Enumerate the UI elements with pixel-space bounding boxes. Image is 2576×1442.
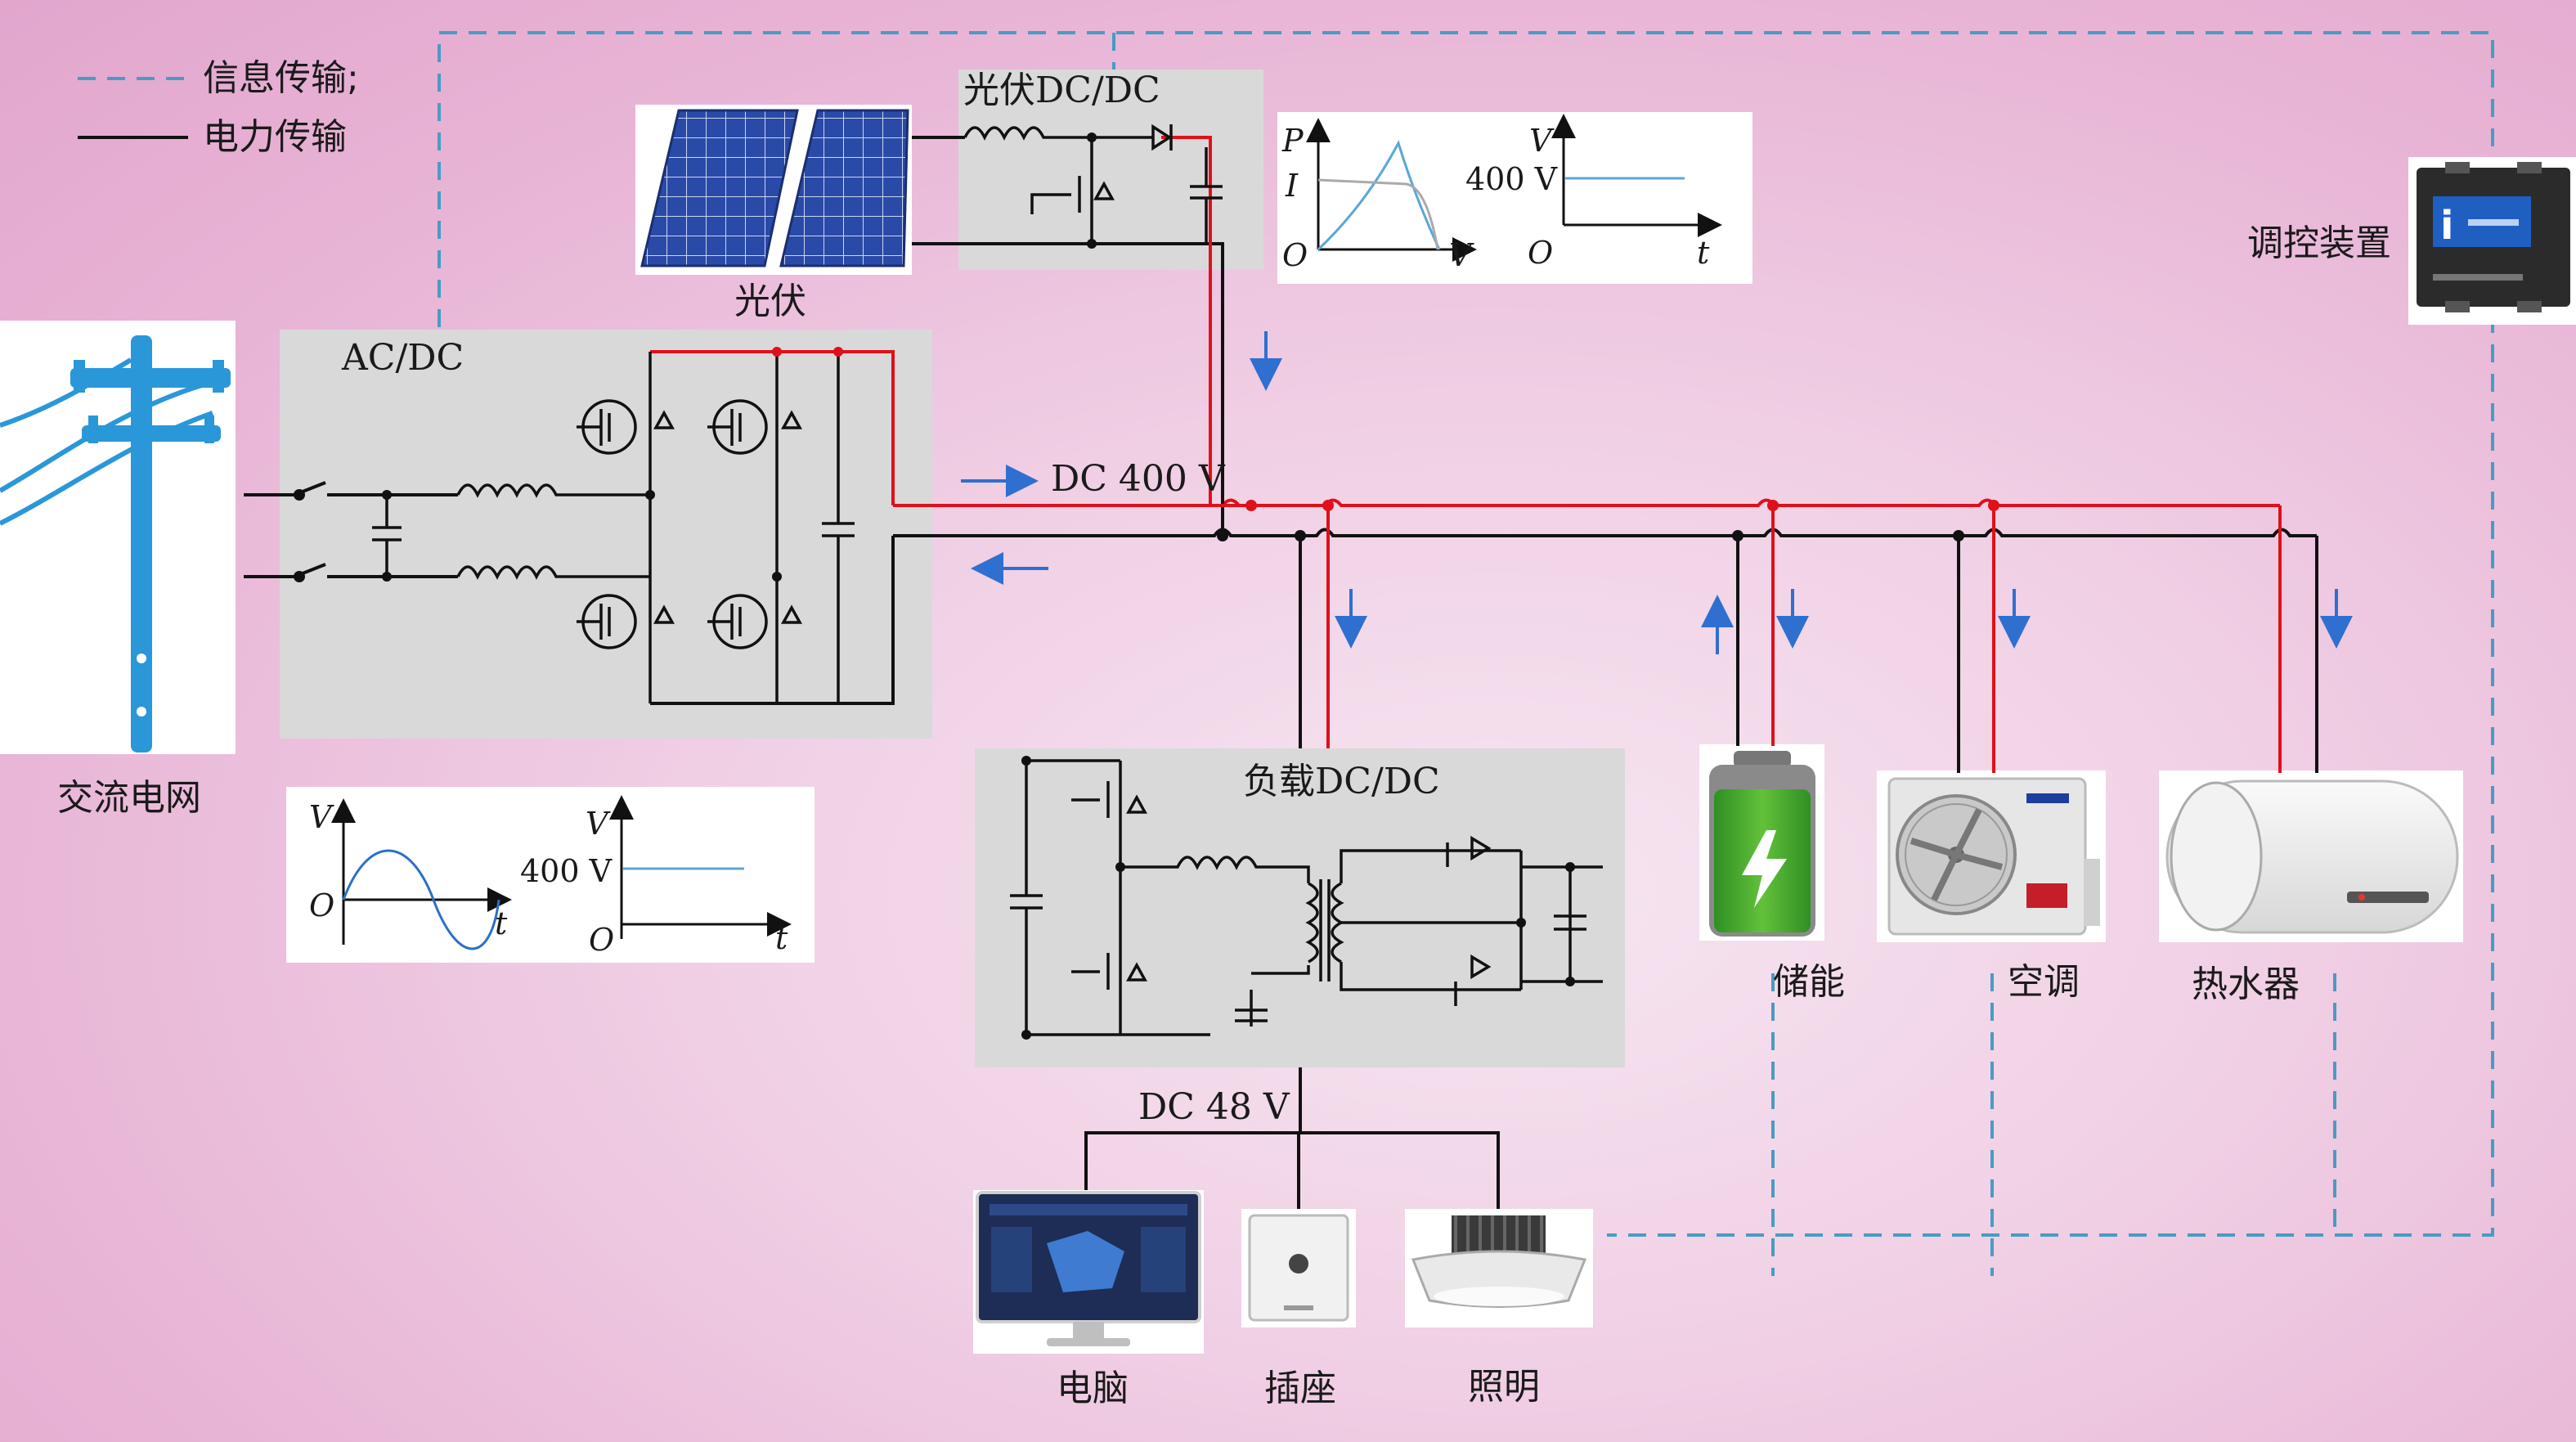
pv-plot-v-axis: V [1449,237,1474,273]
pv-vt-v-axis: V [1529,123,1555,159]
legend: 信息传输; 电力传输 [78,57,359,158]
grid-sine-plot: V O t [286,787,530,963]
grid-sine-v-axis: V [309,799,334,835]
socket-icon [1241,1209,1356,1327]
legend-power-label: 电力传输 [203,116,347,158]
grid-dc-t-axis: t [775,920,788,956]
info-lines [438,31,2494,1276]
pv-dcdc-circuit [963,124,1223,249]
dc48-bus-label: DC 48 V [1138,1086,1290,1128]
pv-vt-t-axis: t [1697,235,1710,271]
pv-curve-plot: P I O V [1277,112,1525,284]
dc400-bus-label: DC 400 V [1051,458,1226,500]
grid-dc-v-axis: V [586,806,611,842]
heater-label: 热水器 [2192,964,2300,1005]
pv-plot-p-axis: P [1281,123,1304,159]
utility-pole-icon [0,321,236,754]
pv-label: 光伏 [734,281,806,322]
monitor-icon [973,1190,1204,1354]
pv-plot-origin: O [1282,237,1308,273]
acdc-circuit [372,347,855,703]
grid-sine-t-axis: t [495,905,508,941]
grid-sine-origin: O [309,887,334,923]
pv-voltage-plot: V 400 V O t [1465,112,1752,284]
ac-label: 空调 [2008,961,2080,1003]
flow-arrows [961,331,2353,654]
solar-panel-icon [635,105,912,275]
grid-dc-plot: V 400 V O t [520,787,815,963]
controller-label: 调控装置 [2247,222,2391,264]
grid-dc-level: 400 V [520,853,613,889]
load-dcdc-label: 负载DC/DC [1243,761,1440,802]
svg-text:i: i [2440,203,2453,249]
acdc-converter-box [280,330,932,739]
legend-info-label: 信息传输; [203,57,359,99]
water-heater-icon [2159,770,2463,942]
grid-label: 交流电网 [57,777,201,819]
acdc-label: AC/DC [341,337,464,379]
controller-device-icon: i [2408,157,2576,325]
load-dcdc-circuit [1010,756,1603,1040]
pv-vt-origin: O [1528,235,1553,271]
socket-label: 插座 [1264,1368,1336,1409]
power-lines [244,136,2318,1209]
lighting-label: 照明 [1468,1366,1540,1408]
grid-dc-origin: O [589,922,614,958]
computer-label: 电脑 [1057,1368,1129,1409]
downlight-icon [1405,1209,1593,1327]
pv-dcdc-converter-box [958,70,1263,270]
battery-icon [1699,744,1824,941]
pv-dcdc-label: 光伏DC/DC [963,70,1160,111]
pv-plot-i-axis: I [1285,168,1299,204]
storage-label: 储能 [1773,961,1845,1003]
load-dcdc-converter-box [975,748,1625,1067]
air-conditioner-icon [1877,770,2106,942]
pv-vt-level: 400 V [1465,161,1558,197]
